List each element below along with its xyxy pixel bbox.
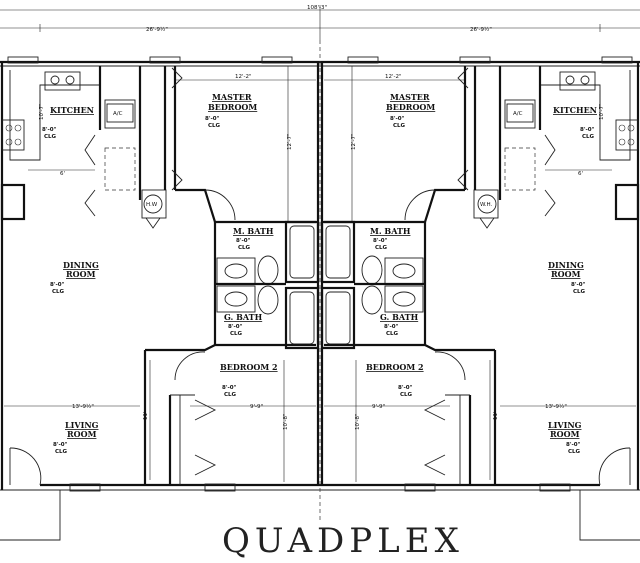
svg-text:8'-0": 8'-0"	[50, 282, 65, 288]
unit-width-left: 26'-9½"	[146, 26, 168, 33]
unit-width-right: 26'-9½"	[470, 26, 492, 33]
living-label-left-1: LIVING	[65, 420, 99, 430]
master-width-left: 12'-2"	[235, 74, 252, 80]
svg-text:CLG: CLG	[230, 331, 243, 337]
master-label-right-1: MASTER	[390, 92, 430, 102]
water-heater-left: H.W	[146, 202, 158, 208]
right-unit: 10'-7" 6' W.H. 12'-2" 12'-7"	[320, 66, 640, 486]
kitchen-width-dim-right: 6'	[578, 171, 583, 177]
svg-text:CLG: CLG	[582, 134, 595, 140]
exterior-walls	[0, 40, 640, 541]
svg-text:CLG: CLG	[52, 289, 65, 295]
svg-text:CLG: CLG	[44, 134, 57, 140]
dining-label-left-1: DINING	[63, 260, 99, 270]
left-unit: 10'-7" 6' H.W 12'-2" 12'-7"	[0, 66, 320, 486]
m-bath-label-right: M. BATH	[370, 226, 411, 236]
svg-text:CLG: CLG	[208, 123, 221, 129]
dining-label-right-2: ROOM	[551, 269, 581, 279]
living-width-right: 13'-9½"	[545, 403, 567, 410]
living-label-right-2: ROOM	[550, 429, 580, 439]
svg-text:CLG: CLG	[238, 245, 251, 251]
dining-label-right-1: DINING	[548, 260, 584, 270]
overall-dimension: 108'-3"	[307, 5, 327, 11]
living-depth-right: 11'	[493, 411, 499, 420]
svg-text:CLG: CLG	[55, 449, 68, 455]
living-label-right-1: LIVING	[548, 420, 582, 430]
drawing-title: QUADPLEX	[222, 521, 464, 561]
svg-text:8'-0": 8'-0"	[53, 442, 68, 448]
svg-text:CLG: CLG	[400, 392, 413, 398]
master-label-left-1: MASTER	[212, 92, 252, 102]
svg-text:CLG: CLG	[375, 245, 388, 251]
svg-text:8'-0": 8'-0"	[571, 282, 586, 288]
svg-text:8'-0": 8'-0"	[222, 385, 237, 391]
svg-text:8'-0": 8'-0"	[228, 324, 243, 330]
kitchen-ceiling-left: 8'-0"	[42, 127, 57, 133]
svg-text:8'-0": 8'-0"	[384, 324, 399, 330]
ac-label-left: A/C	[113, 111, 123, 117]
kitchen-label-right: KITCHEN	[553, 105, 597, 115]
g-bath-label-left: G. BATH	[224, 312, 263, 322]
master-depth-right: 12'-7"	[351, 133, 357, 150]
master-width-right: 12'-2"	[385, 74, 402, 80]
svg-text:CLG: CLG	[386, 331, 399, 337]
master-depth-left: 12'-7"	[287, 133, 293, 150]
living-depth-left: 11'	[143, 411, 149, 420]
g-bath-label-right: G. BATH	[380, 312, 419, 322]
living-width-left: 13'-9½"	[72, 403, 94, 410]
svg-text:8'-0": 8'-0"	[205, 116, 220, 122]
svg-text:CLG: CLG	[393, 123, 406, 129]
bed2-depth-right: 10'-8"	[355, 413, 361, 430]
bed2-width-right: 9'-9"	[372, 404, 385, 410]
svg-text:CLG: CLG	[568, 449, 581, 455]
master-label-right-2: BEDROOM	[386, 102, 435, 112]
svg-text:8'-0": 8'-0"	[390, 116, 405, 122]
ac-label-right: A/C	[513, 111, 523, 117]
water-heater-right: W.H.	[480, 202, 493, 208]
kitchen-depth-dim: 10'-7"	[39, 103, 45, 120]
svg-text:CLG: CLG	[573, 289, 586, 295]
svg-text:8'-0": 8'-0"	[373, 238, 388, 244]
kitchen-width-dim: 6'	[60, 171, 65, 177]
bedroom2-label-left: BEDROOM 2	[220, 362, 278, 372]
bed2-width-left: 9'-9"	[250, 404, 263, 410]
svg-text:8'-0": 8'-0"	[566, 442, 581, 448]
svg-text:CLG: CLG	[224, 392, 237, 398]
bed2-depth-left: 10'-8"	[283, 413, 289, 430]
bedroom2-label-right: BEDROOM 2	[366, 362, 424, 372]
kitchen-label-left: KITCHEN	[50, 105, 94, 115]
living-label-left-2: ROOM	[67, 429, 97, 439]
m-bath-label-left: M. BATH	[233, 226, 274, 236]
top-dimensions: 108'-3" 26'-9½" 26'-9½"	[0, 5, 640, 40]
svg-text:8'-0": 8'-0"	[580, 127, 595, 133]
svg-text:8'-0": 8'-0"	[398, 385, 413, 391]
master-label-left-2: BEDROOM	[208, 102, 257, 112]
dining-label-left-2: ROOM	[66, 269, 96, 279]
kitchen-depth-dim-right: 10'-7"	[599, 103, 605, 120]
svg-text:8'-0": 8'-0"	[236, 238, 251, 244]
